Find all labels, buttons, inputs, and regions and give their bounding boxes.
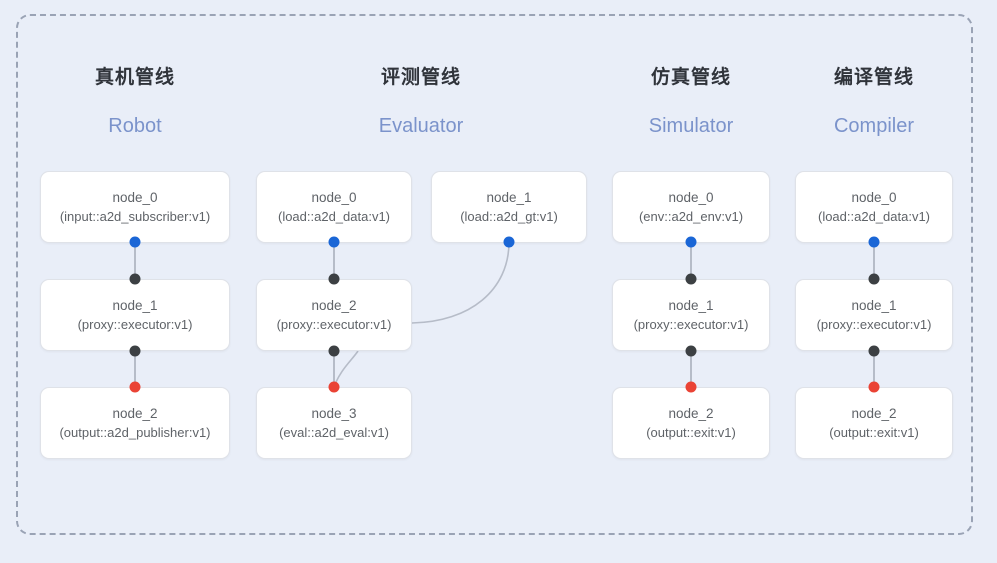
input-port-icon[interactable] [868,273,880,285]
node-type-label: (proxy::executor:v1) [276,317,392,332]
column-title-cn-simulator: 仿真管线 [650,67,732,88]
output-port-icon[interactable] [503,236,515,248]
node-type-label: (load::a2d_data:v1) [817,209,931,224]
node-type-label: (output::a2d_publisher:v1) [59,425,211,440]
node-type-label: (eval::a2d_eval:v1) [279,425,389,440]
terminal-port-icon[interactable] [328,381,340,393]
node-card[interactable]: node_3 (eval::a2d_eval:v1) [256,387,412,459]
node-card[interactable]: node_0 (load::a2d_data:v1) [795,171,953,243]
node-type-label: (proxy::executor:v1) [633,317,749,332]
node-type-label: (proxy::executor:v1) [816,317,932,332]
column-title-en-robot: Robot [108,115,162,137]
input-port-icon[interactable] [328,273,340,285]
input-port-icon[interactable] [129,273,141,285]
output-port-icon[interactable] [129,345,141,357]
node-label: node_1 [112,298,158,313]
output-port-icon[interactable] [685,236,697,248]
node-label: node_1 [668,298,714,313]
terminal-port-icon[interactable] [685,381,697,393]
edge-simulator-1-2 [690,351,692,387]
pipeline-group-frame [16,14,973,535]
column-title-en-evaluator: Evaluator [378,115,464,137]
node-card[interactable]: node_0 (env::a2d_env:v1) [612,171,770,243]
output-port-icon[interactable] [328,236,340,248]
output-port-icon[interactable] [328,345,340,357]
node-type-label: (proxy::executor:v1) [77,317,193,332]
node-label: node_0 [668,190,714,205]
node-card[interactable]: node_2 (output::a2d_publisher:v1) [40,387,230,459]
node-type-label: (env::a2d_env:v1) [638,209,744,224]
output-port-icon[interactable] [868,236,880,248]
terminal-port-icon[interactable] [129,381,141,393]
output-port-icon[interactable] [868,345,880,357]
terminal-port-icon[interactable] [868,381,880,393]
column-title-cn-evaluator: 评测管线 [380,67,461,88]
node-label: node_0 [112,190,158,205]
edge-simulator-0-1 [690,242,692,279]
node-label: node_3 [311,406,357,421]
edge-robot-1-2 [134,351,136,387]
column-header-robot: 真机管线 Robot [95,62,175,138]
node-label: node_2 [851,406,897,421]
output-port-icon[interactable] [129,236,141,248]
node-card[interactable]: node_0 (input::a2d_subscriber:v1) [40,171,230,243]
edge-evaluator-2-3 [333,351,335,387]
edge-evaluator-0-2 [333,242,335,279]
column-header-simulator: 仿真管线 Simulator [649,62,733,138]
node-label: node_1 [851,298,897,313]
output-port-icon[interactable] [685,345,697,357]
edge-compiler-1-2 [873,351,875,387]
edge-compiler-0-1 [873,242,875,279]
node-card[interactable]: node_1 (proxy::executor:v1) [612,279,770,351]
column-title-en-compiler: Compiler [833,115,915,137]
node-type-label: (load::a2d_data:v1) [277,209,391,224]
node-label: node_1 [486,190,532,205]
column-title-cn-robot: 真机管线 [94,67,176,88]
node-label: node_0 [311,190,357,205]
node-card[interactable]: node_0 (load::a2d_data:v1) [256,171,412,243]
node-card[interactable]: node_2 (proxy::executor:v1) [256,279,412,351]
node-type-label: (output::exit:v1) [829,425,919,440]
column-header-evaluator: 评测管线 Evaluator [379,62,464,138]
node-card[interactable]: node_1 (load::a2d_gt:v1) [431,171,587,243]
edge-robot-0-1 [134,242,136,279]
node-card[interactable]: node_2 (output::exit:v1) [612,387,770,459]
node-type-label: (output::exit:v1) [646,425,736,440]
node-label: node_2 [311,298,357,313]
column-title-en-simulator: Simulator [648,115,734,137]
column-title-cn-compiler: 编译管线 [833,67,914,88]
node-label: node_2 [112,406,158,421]
node-label: node_2 [668,406,714,421]
node-card[interactable]: node_1 (proxy::executor:v1) [40,279,230,351]
column-header-compiler: 编译管线 Compiler [834,62,914,138]
node-type-label: (load::a2d_gt:v1) [460,209,558,224]
input-port-icon[interactable] [685,273,697,285]
node-type-label: (input::a2d_subscriber:v1) [59,209,211,224]
node-label: node_0 [851,190,897,205]
node-card[interactable]: node_1 (proxy::executor:v1) [795,279,953,351]
node-card[interactable]: node_2 (output::exit:v1) [795,387,953,459]
